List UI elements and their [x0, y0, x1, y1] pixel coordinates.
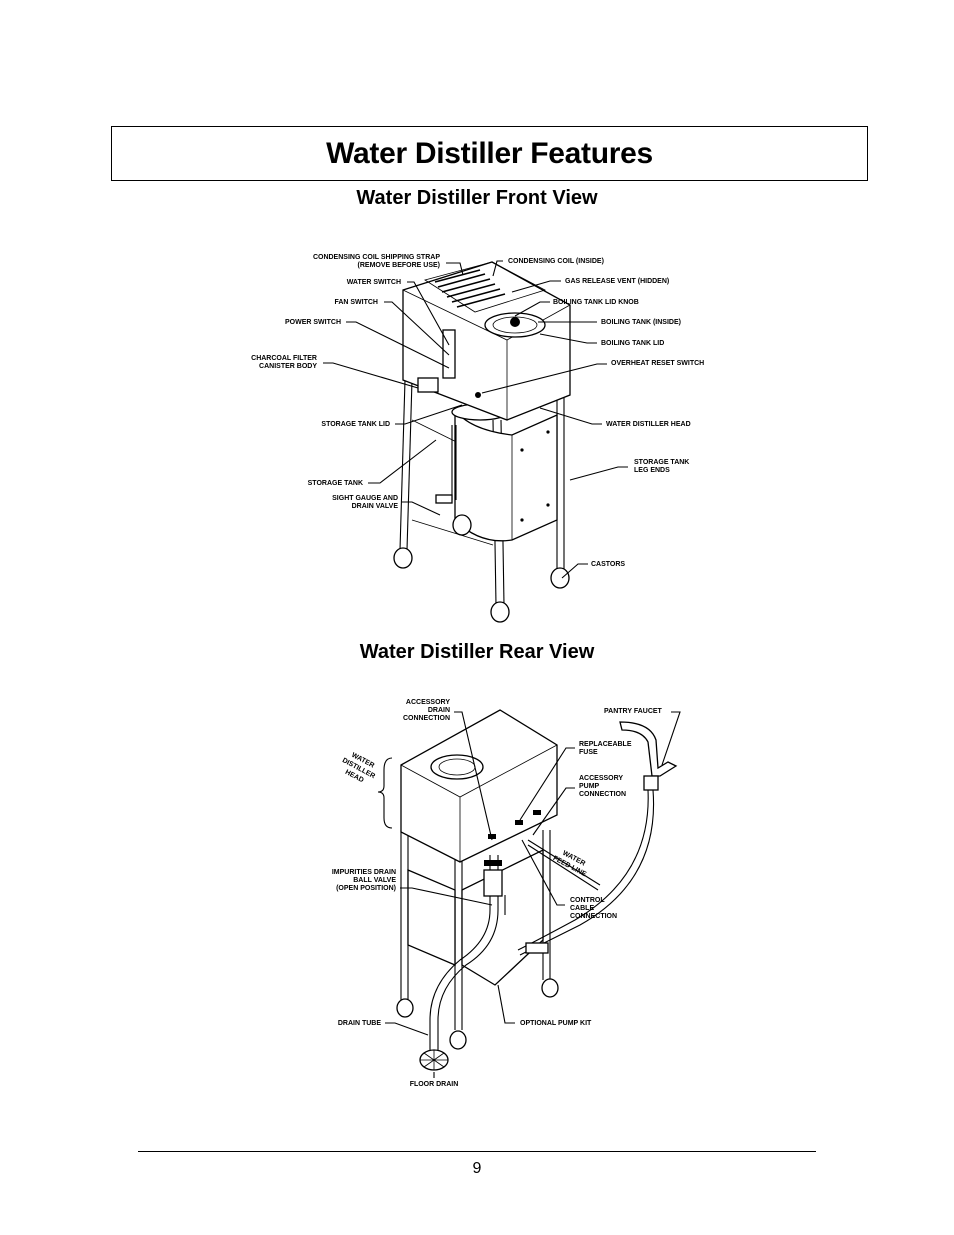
- label-charcoal-filter-body: CANISTER BODY: [259, 363, 317, 370]
- label-pantry-faucet: PANTRY FAUCET: [604, 708, 663, 715]
- label-boiling-tank-inside: BOILING TANK (INSIDE): [601, 319, 681, 326]
- label-gas-release-vent: GAS RELEASE VENT (HIDDEN): [565, 278, 669, 285]
- front-leader-lines: [323, 260, 628, 579]
- rear-view-diagram: WATER DISTILLER HEAD WATER FEED LINE ACC…: [332, 699, 681, 1088]
- rear-frame: [400, 830, 551, 1030]
- label-power-switch: POWER SWITCH: [285, 319, 341, 326]
- label-overheat-reset-switch: OVERHEAT RESET SWITCH: [611, 360, 704, 367]
- front-view-diagram: CONDENSING COIL SHIPPING STRAP (REMOVE B…: [251, 254, 704, 623]
- label-storage-tank-lid: STORAGE TANK LID: [321, 421, 390, 428]
- label-accessory-drain-2: DRAIN: [428, 707, 450, 714]
- rear-view-heading: Water Distiller Rear View: [359, 641, 595, 663]
- label-accessory-pump-1: ACCESSORY: [579, 775, 623, 782]
- label-replaceable-fuse-1: REPLACEABLE: [579, 741, 632, 748]
- label-fan-switch: FAN SWITCH: [334, 299, 378, 306]
- label-accessory-pump-2: PUMP: [579, 783, 600, 790]
- label-optional-pump-kit: OPTIONAL PUMP KIT: [520, 1020, 592, 1027]
- label-condensing-coil-strap: CONDENSING COIL SHIPPING STRAP: [313, 254, 440, 261]
- label-accessory-drain-3: CONNECTION: [403, 715, 450, 722]
- label-replaceable-fuse-2: FUSE: [579, 749, 598, 756]
- label-condensing-coil-strap-note: (REMOVE BEFORE USE): [358, 262, 440, 269]
- label-leg-ends: LEG ENDS: [634, 467, 670, 474]
- rear-castors: [396, 978, 559, 1050]
- label-storage-tank: STORAGE TANK: [308, 480, 363, 487]
- distiller-head-shape: [402, 261, 571, 421]
- drain-tube-shape: [419, 855, 506, 1071]
- label-sight-gauge: SIGHT GAUGE AND: [332, 495, 398, 502]
- feed-line-shape: [517, 721, 678, 956]
- page-title: Water Distiller Features: [326, 136, 653, 170]
- label-control-cable-3: CONNECTION: [570, 913, 617, 920]
- label-drain-valve: DRAIN VALVE: [352, 503, 399, 510]
- rear-leader-lines: [385, 711, 681, 1078]
- label-water-switch: WATER SWITCH: [347, 279, 401, 286]
- label-impurities-2: BALL VALVE: [353, 877, 396, 884]
- label-accessory-drain-1: ACCESSORY: [406, 699, 450, 706]
- castors-shape: [393, 514, 570, 623]
- front-view-heading: Water Distiller Front View: [356, 187, 598, 209]
- label-accessory-pump-3: CONNECTION: [579, 791, 626, 798]
- label-boiling-tank-lid-knob: BOILING TANK LID KNOB: [553, 299, 639, 306]
- label-charcoal-filter: CHARCOAL FILTER: [251, 355, 317, 362]
- title-box: Water Distiller Features: [111, 126, 868, 181]
- footer-rule: [138, 1151, 816, 1152]
- label-impurities-3: (OPEN POSITION): [336, 885, 396, 892]
- page-number: 9: [472, 1160, 482, 1177]
- label-condensing-coil: CONDENSING COIL (INSIDE): [508, 258, 604, 265]
- label-control-cable-2: CABLE: [570, 905, 594, 912]
- rear-head-label: WATER DISTILLER HEAD: [341, 752, 376, 785]
- label-impurities-1: IMPURITIES DRAIN: [332, 869, 396, 876]
- label-floor-drain: FLOOR DRAIN: [410, 1081, 459, 1088]
- label-boiling-tank-lid: BOILING TANK LID: [601, 340, 664, 347]
- label-castors: CASTORS: [591, 561, 625, 568]
- label-storage-tank-leg: STORAGE TANK: [634, 459, 689, 466]
- label-control-cable-1: CONTROL: [570, 897, 605, 904]
- label-drain-tube: DRAIN TUBE: [338, 1020, 381, 1027]
- label-water-distiller-head: WATER DISTILLER HEAD: [606, 421, 691, 428]
- head-bracket: [377, 757, 393, 829]
- storage-tank-shape: [435, 403, 558, 542]
